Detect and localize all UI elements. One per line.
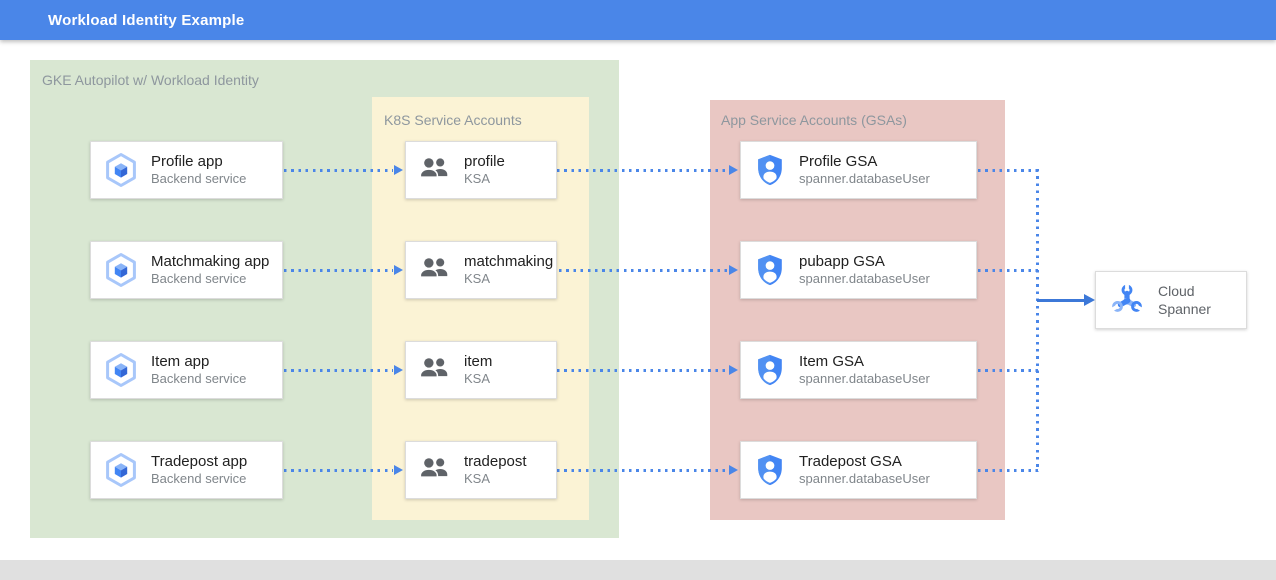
app-card-tradepost[interactable]: Tradepost app Backend service	[90, 441, 283, 499]
card-title: matchmaking	[464, 252, 554, 270]
ksa-card-matchmaking[interactable]: matchmaking KSA	[405, 241, 557, 299]
card-subtitle: spanner.databaseUser	[799, 471, 930, 487]
card-title: Cloud Spanner	[1158, 282, 1211, 317]
ksa-card-item[interactable]: item KSA	[405, 341, 557, 399]
arrowhead-icon	[394, 165, 403, 175]
card-subtitle: KSA	[464, 271, 491, 287]
shield-user-icon	[753, 252, 787, 289]
gsa-card-tradepost[interactable]: Tradepost GSA spanner.databaseUser	[740, 441, 977, 499]
gke-hexagon-icon	[103, 352, 139, 388]
spanner-wrench-icon	[1108, 281, 1146, 319]
gke-hexagon-icon	[103, 452, 139, 488]
card-title: profile	[464, 152, 505, 170]
title-bar: Workload Identity Example	[0, 0, 1276, 40]
card-title: Item GSA	[799, 352, 865, 370]
app-card-item[interactable]: Item app Backend service	[90, 341, 283, 399]
people-icon	[418, 453, 452, 487]
group-label-gsa: App Service Accounts (GSAs)	[721, 112, 907, 128]
card-title: Matchmaking app	[151, 252, 270, 270]
app-card-profile[interactable]: Profile app Backend service	[90, 141, 283, 199]
connector-ksa-gsa-2	[559, 269, 728, 272]
connector-app-ksa-3	[284, 369, 393, 372]
arrowhead-icon	[729, 165, 738, 175]
card-title: pubapp GSA	[799, 252, 885, 270]
connector-app-ksa-1	[284, 169, 393, 172]
shield-user-icon	[753, 452, 787, 489]
card-title: Profile GSA	[799, 152, 878, 170]
card-title: item	[464, 352, 493, 370]
card-subtitle: KSA	[464, 371, 491, 387]
connector-gsa-bus-4	[978, 469, 1038, 472]
app-card-matchmaking[interactable]: Matchmaking app Backend service	[90, 241, 283, 299]
connector-vertical-bus	[1036, 169, 1039, 472]
arrowhead-icon	[729, 265, 738, 275]
connector-app-ksa-2	[284, 269, 393, 272]
people-icon	[418, 153, 452, 187]
arrowhead-icon	[394, 265, 403, 275]
card-subtitle: KSA	[464, 471, 491, 487]
connector-gsa-bus-1	[978, 169, 1038, 172]
card-title: Profile app	[151, 152, 223, 170]
shield-user-icon	[753, 352, 787, 389]
card-title: Tradepost GSA	[799, 452, 902, 470]
connector-ksa-gsa-3	[557, 369, 728, 372]
card-subtitle: spanner.databaseUser	[799, 371, 930, 387]
arrowhead-icon	[729, 365, 738, 375]
card-title: tradepost	[464, 452, 527, 470]
connector-app-ksa-4	[284, 469, 393, 472]
card-subtitle: Backend service	[151, 171, 247, 187]
people-icon	[418, 253, 452, 287]
page-title: Workload Identity Example	[48, 11, 245, 29]
gke-hexagon-icon	[103, 152, 139, 188]
connector-ksa-gsa-1	[557, 169, 728, 172]
card-title: Item app	[151, 352, 210, 370]
arrowhead-icon	[729, 465, 738, 475]
gsa-card-profile[interactable]: Profile GSA spanner.databaseUser	[740, 141, 977, 199]
ksa-card-tradepost[interactable]: tradepost KSA	[405, 441, 557, 499]
people-icon	[418, 353, 452, 387]
bottom-gray-bar	[0, 560, 1276, 580]
arrowhead-icon	[394, 465, 403, 475]
connector-gsa-bus-3	[978, 369, 1038, 372]
gsa-card-item[interactable]: Item GSA spanner.databaseUser	[740, 341, 977, 399]
gsa-card-pubapp[interactable]: pubapp GSA spanner.databaseUser	[740, 241, 977, 299]
connector-ksa-gsa-4	[557, 469, 728, 472]
connector-gsa-bus-2	[978, 269, 1038, 272]
card-title: Tradepost app	[151, 452, 248, 470]
arrowhead-icon	[394, 365, 403, 375]
connector-bus-spanner	[1037, 299, 1084, 302]
card-subtitle: Backend service	[151, 371, 247, 387]
ksa-card-profile[interactable]: profile KSA	[405, 141, 557, 199]
arrowhead-icon	[1084, 294, 1095, 306]
group-label-ksa: K8S Service Accounts	[384, 112, 522, 128]
card-subtitle: Backend service	[151, 471, 247, 487]
card-subtitle: spanner.databaseUser	[799, 171, 930, 187]
cloud-spanner-card[interactable]: Cloud Spanner	[1095, 271, 1247, 329]
card-subtitle: KSA	[464, 171, 491, 187]
shield-user-icon	[753, 152, 787, 189]
gke-hexagon-icon	[103, 252, 139, 288]
card-subtitle: spanner.databaseUser	[799, 271, 930, 287]
card-subtitle: Backend service	[151, 271, 247, 287]
group-label-gke: GKE Autopilot w/ Workload Identity	[42, 72, 259, 88]
